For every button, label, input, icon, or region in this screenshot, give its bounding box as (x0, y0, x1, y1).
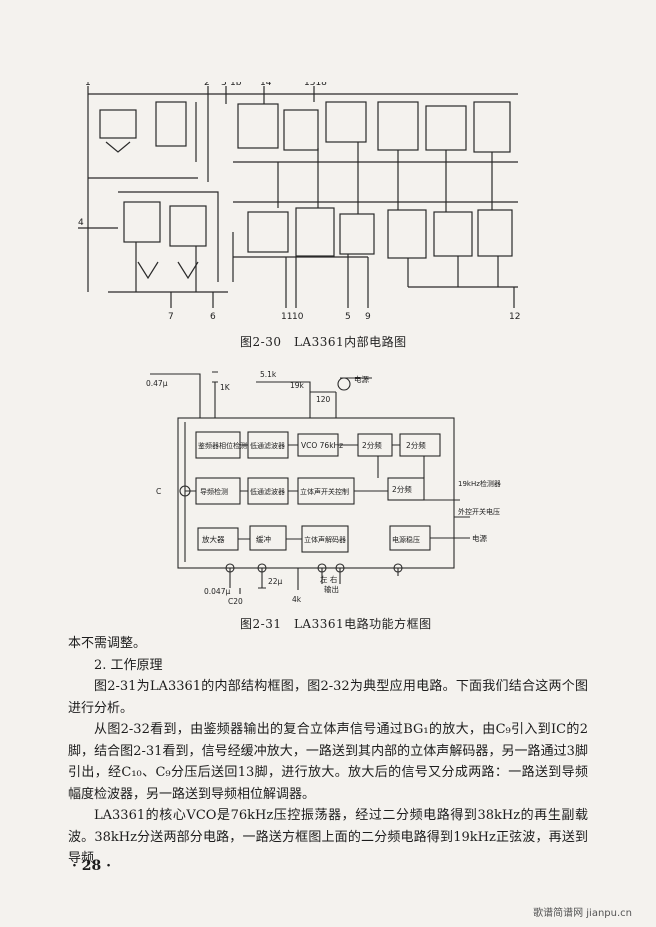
pin-label: 6 (210, 312, 216, 322)
block-pilot-detector: 导频检测 (200, 487, 228, 496)
pin-label: 4 (78, 218, 84, 228)
block-lowpass-1: 低通滤波器 (250, 441, 285, 450)
block-vco: VCO 76kHz (301, 441, 343, 450)
block-regulator: 电源稳压 (392, 535, 420, 544)
capacitor-label: 0.47μ (146, 379, 168, 388)
power-label: 电源 (354, 374, 369, 384)
output-label: 左 右 (320, 574, 338, 584)
resistor-label: 1K (220, 383, 231, 392)
block-buffer: 缓冲 (256, 534, 271, 544)
pin-label: 9 (365, 312, 371, 322)
label-external-control: 外控开关电压 (458, 507, 500, 516)
block-divider-2: 2分频 (406, 440, 426, 450)
paragraph: 本不需调整。 (68, 636, 147, 651)
block-lowpass-2: 低通滤波器 (250, 487, 285, 496)
pin-label: 2 (204, 82, 210, 88)
label-19k-detector: 19kHz检测器 (458, 479, 501, 488)
la3361-internal-schematic: 1 2 3 1b 14 1518 7 6 11 10 5 9 12 4 (78, 82, 520, 322)
pin-label: 3 (221, 82, 227, 88)
resistor-label: 120 (316, 395, 331, 404)
section-heading: 2. 工作原理 (94, 657, 163, 673)
paragraph: LA3361的核心VCO是76kHz压控振荡器，经过二分频电路得到38kHz的再… (68, 808, 588, 866)
pin-c-label: C (156, 487, 161, 496)
block-stereo-decoder: 立体声解码器 (304, 535, 346, 544)
capacitor-label: 0.047μ (204, 587, 230, 596)
body-text: 本不需调整。 2. 工作原理 图2-31为LA3361的内部结构框图，图2-32… (68, 633, 588, 870)
paragraph: 图2-31为LA3361的内部结构框图，图2-32为典型应用电路。下面我们结合这… (68, 679, 588, 716)
pin-label: 10 (292, 312, 304, 322)
pin-label: 1b (230, 82, 242, 88)
power-label: 电源 (472, 533, 487, 543)
block-divider-3: 2分频 (392, 484, 412, 494)
pin-label: 5 (345, 312, 351, 322)
output-label: 输出 (324, 584, 339, 594)
block-phase-detector: 鉴频器相位检测 (198, 441, 247, 450)
la3361-block-diagram: 0.47μ 1K 5.1k 19k 120 电源 C 鉴频器相位检测 低通滤波器… (146, 370, 501, 606)
resistor-label: 5.1k (260, 370, 277, 379)
pin-label: 7 (168, 312, 174, 322)
capacitor-label: 22μ (268, 577, 283, 586)
block-divider-1: 2分频 (362, 440, 382, 450)
figure-caption: 图2-31 LA3361电路功能方框图 (240, 617, 432, 631)
resistor-label: 4k (292, 595, 302, 604)
pin-label: 1 (85, 82, 91, 88)
capacitor-label: C20 (228, 597, 243, 606)
resistor-label: 19k (290, 381, 305, 390)
pin-label: 14 (260, 82, 272, 88)
figure-caption: 图2-30 LA3361内部电路图 (240, 335, 407, 349)
pin-label: 11 (281, 312, 292, 322)
page-number: · 28 · (72, 858, 111, 874)
block-amplifier: 放大器 (202, 534, 225, 544)
block-stereo-switch: 立体声开关控制 (300, 487, 349, 496)
paragraph: 从图2-32看到，由鉴频器输出的复合立体声信号通过BG₁的放大，由C₉引入到IC… (68, 722, 588, 802)
pin-label: 12 (509, 312, 520, 322)
watermark: 歌谱简谱网 jianpu.cn (533, 908, 632, 919)
pin-label: 1518 (304, 82, 327, 88)
